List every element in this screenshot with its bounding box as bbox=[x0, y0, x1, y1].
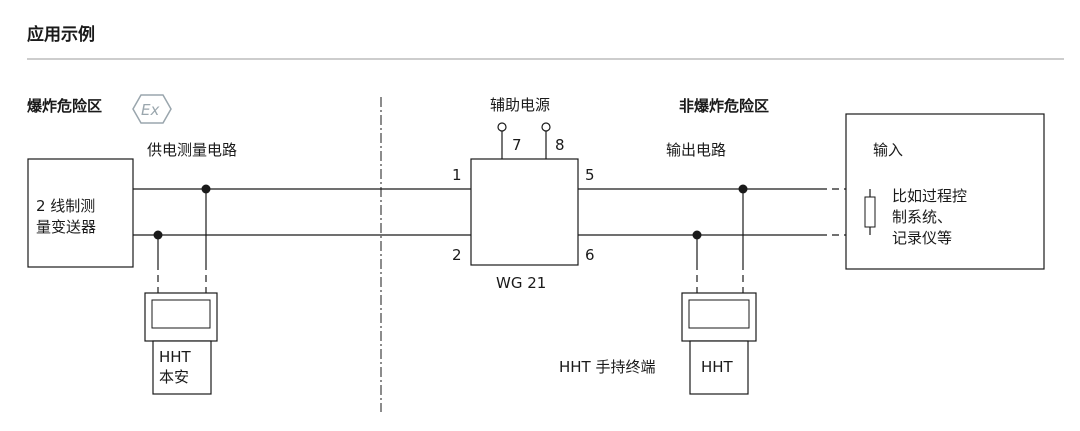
hht-intrinsic-label-line2: 本安 bbox=[159, 368, 189, 386]
input-box-title: 输入 bbox=[873, 141, 903, 159]
hht-screen-label: HHT bbox=[701, 358, 734, 376]
hht-screen bbox=[688, 299, 750, 329]
wg21-box bbox=[470, 158, 579, 266]
ex-mark: Ex bbox=[141, 101, 159, 119]
device-name: WG 21 bbox=[496, 274, 546, 292]
safe-zone-label: 非爆炸危险区 bbox=[679, 97, 769, 115]
hht-intrinsic-label-line1: HHT bbox=[159, 348, 192, 366]
input-box-line3: 记录仪等 bbox=[892, 229, 952, 247]
hht-intrinsic-device: HHT 本安 bbox=[144, 292, 218, 395]
aux-terminal-7-icon bbox=[497, 122, 507, 132]
supply-circuit-label: 供电测量电路 bbox=[147, 141, 237, 159]
terminal-label-5: 5 bbox=[585, 166, 595, 184]
hht-screen bbox=[151, 299, 211, 329]
resistor-icon bbox=[864, 196, 876, 228]
hht-body bbox=[152, 340, 212, 395]
aux-power-label: 辅助电源 bbox=[490, 96, 550, 114]
transmitter-label-line2: 量变送器 bbox=[36, 218, 96, 236]
terminal-label-8: 8 bbox=[555, 136, 565, 154]
terminal-label-6: 6 bbox=[585, 246, 595, 264]
input-box bbox=[845, 113, 1045, 270]
input-box-line2: 制系统、 bbox=[892, 208, 952, 226]
output-circuit-label: 输出电路 bbox=[666, 141, 726, 159]
hazardous-zone-label: 爆炸危险区 bbox=[27, 97, 102, 115]
hht-body bbox=[689, 340, 749, 395]
transmitter-label-line1: 2 线制测 bbox=[36, 197, 95, 215]
page-title: 应用示例 bbox=[27, 24, 95, 45]
hht-terminal-caption: HHT 手持终端 bbox=[559, 358, 656, 376]
ex-hexagon-icon: Ex bbox=[132, 94, 172, 124]
terminal-label-2: 2 bbox=[452, 246, 462, 264]
terminal-label-1: 1 bbox=[452, 166, 462, 184]
aux-terminal-8-icon bbox=[541, 122, 551, 132]
transmitter-box bbox=[27, 158, 134, 268]
input-box-line1: 比如过程控 bbox=[892, 187, 967, 205]
hht-handheld-device: HHT bbox=[681, 292, 757, 395]
terminal-label-7: 7 bbox=[512, 136, 522, 154]
